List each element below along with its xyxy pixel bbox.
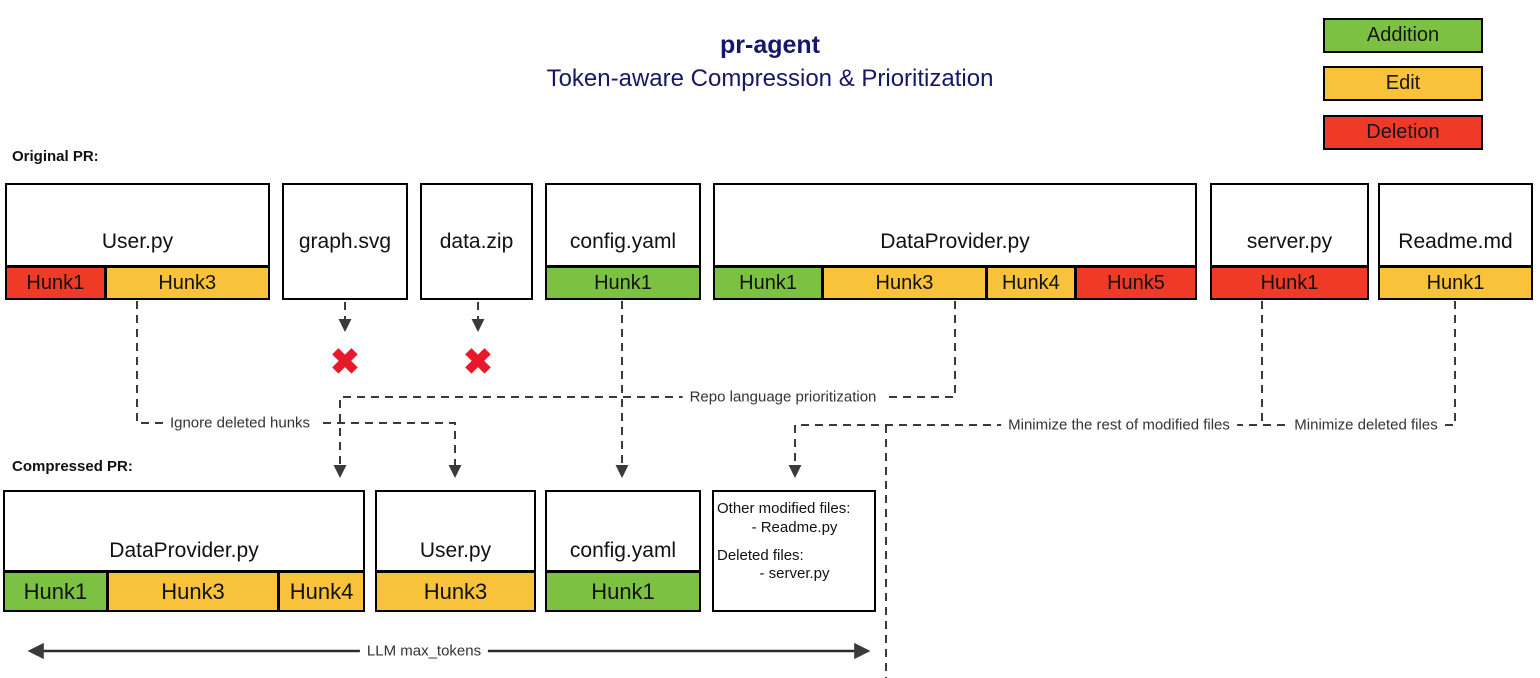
file-box-config-yaml: config.yaml Hunk1 [545,183,701,300]
file-name: config.yaml [569,229,677,253]
hunk-dataprovider-1: Hunk1 [715,265,822,298]
file-box-graph-svg: graph.svg [282,183,408,300]
arrow-user-py-to-compressed [136,301,462,478]
file-name: config.yaml [569,539,677,562]
file-name: DataProvider.py [109,539,259,562]
compressed-pr-label: Compressed PR: [12,458,133,475]
legend-deletion: Deletion [1323,115,1483,150]
file-box-data-zip: data.zip [420,183,533,300]
file-box-readme-md: Readme.md Hunk1 [1378,183,1533,300]
hunk-row: Hunk1 [547,570,699,610]
compressed-box-config-yaml: config.yaml Hunk1 [545,490,701,612]
hunk-server-py-1: Hunk1 [1212,265,1367,298]
annotation-llm-max-tokens: LLM max_tokens [359,642,489,660]
hunk-row: Hunk1 [1380,265,1531,298]
file-name: User.py [419,539,492,562]
compressed-box-user-py: User.py Hunk3 [375,490,536,612]
hunk-c-dataprovider-4: Hunk4 [277,570,363,610]
legend-edit: Edit [1323,66,1483,101]
hunk-row: Hunk1 Hunk3 Hunk4 Hunk5 [715,265,1195,298]
annotation-repo-language-prioritization: Repo language prioritization [682,388,884,406]
hunk-c-config-yaml-1: Hunk1 [547,570,699,610]
hunk-dataprovider-5: Hunk5 [1074,265,1195,298]
diagram-title: pr-agent [720,31,820,59]
file-name: data.zip [439,229,514,253]
file-name: User.py [101,229,174,253]
file-name: graph.svg [298,229,392,253]
file-box-server-py: server.py Hunk1 [1210,183,1369,300]
hunk-c-dataprovider-3: Hunk3 [105,570,278,610]
compressed-box-dataprovider-py: DataProvider.py Hunk1 Hunk3 Hunk4 [3,490,365,612]
legend-addition: Addition [1323,18,1483,53]
file-name: DataProvider.py [880,229,1030,253]
hunk-row: Hunk1 Hunk3 Hunk4 [5,570,363,610]
hunk-c-dataprovider-1: Hunk1 [5,570,106,610]
file-box-dataprovider-py: DataProvider.py Hunk1 Hunk3 Hunk4 Hunk5 [713,183,1197,300]
hunk-user-py-1: Hunk1 [7,265,104,298]
deleted-file-x-icon: ✖ [462,341,494,382]
other-modified-file-item: - Readme.py [751,518,838,536]
original-pr-label: Original PR: [12,148,99,165]
annotation-minimize-deleted-files: Minimize deleted files [1287,416,1445,434]
deleted-files-label: Deleted files: [717,546,804,564]
annotation-minimize-modified-files: Minimize the rest of modified files [1001,416,1237,434]
file-box-user-py: User.py Hunk1 Hunk3 [5,183,270,300]
other-files-box: Other modified files: - Readme.py Delete… [712,490,876,612]
hunk-config-yaml-1: Hunk1 [547,265,699,298]
arrow-minimized-files-to-otherbox [788,301,1456,478]
deleted-file-x-icon: ✖ [329,341,361,382]
hunk-dataprovider-4: Hunk4 [984,265,1075,298]
deleted-file-item: - server.py [759,565,830,583]
diagram-subtitle: Token-aware Compression & Prioritization [546,65,994,92]
hunk-row: Hunk3 [377,570,534,610]
hunk-row: Hunk1 [1212,265,1367,298]
hunk-dataprovider-3: Hunk3 [821,265,985,298]
hunk-row: Hunk1 Hunk3 [7,265,268,298]
file-name: server.py [1246,229,1333,253]
other-modified-files-label: Other modified files: [717,500,851,517]
annotation-ignore-deleted-hunks: Ignore deleted hunks [162,414,318,432]
hunk-row: Hunk1 [547,265,699,298]
hunk-readme-md-1: Hunk1 [1380,265,1531,298]
hunk-user-py-3: Hunk3 [103,265,268,298]
file-name: Readme.md [1398,229,1513,253]
hunk-c-user-py-3: Hunk3 [377,570,534,610]
